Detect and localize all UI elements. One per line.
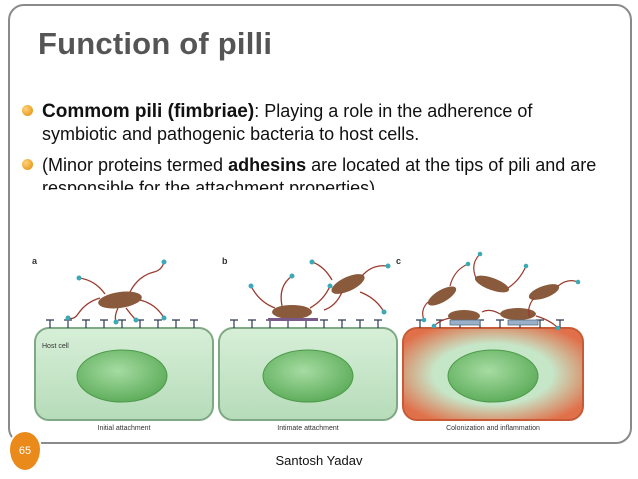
footer-author: Santosh Yadav: [275, 453, 363, 468]
slide-number-badge: 65: [10, 432, 40, 470]
bullet-text-post: are located at the tips of pili and are …: [42, 155, 597, 190]
bacteria-b: [248, 259, 391, 321]
surface-receptors: [46, 319, 564, 328]
caption-initial-attachment: Initial attachment: [98, 425, 151, 432]
bullet-item-pili: Commom pili (fimbriae): Playing a role i…: [22, 100, 602, 146]
host-cell-label: Host cell: [42, 343, 69, 350]
bullet-item-adhesins: (Minor proteins termed adhesins are loca…: [22, 154, 602, 190]
caption-intimate-attachment: Intimate attachment: [277, 425, 339, 432]
bullet-list: Commom pili (fimbriae): Playing a role i…: [22, 100, 602, 190]
panel-letter-a: a: [32, 256, 38, 266]
bullet-dot-icon: [22, 105, 33, 116]
slide-title: Function of pilli: [38, 26, 273, 61]
host-cell-a: [34, 327, 214, 421]
bullet-lead: Commom pili (fimbriae): [42, 101, 255, 122]
bacterium-a: [65, 259, 167, 325]
bullet-text-pre: (Minor proteins termed: [42, 155, 229, 175]
caption-colonization: Colonization and inflammation: [446, 425, 540, 432]
bacteria-c: [421, 251, 581, 331]
bullet-bold-term: adhesins: [228, 155, 307, 175]
panel-letter-c: c: [396, 256, 401, 266]
bullet-dot-icon: [22, 159, 33, 170]
panel-letter-b: b: [222, 256, 228, 266]
host-cell-b: [218, 327, 398, 421]
host-cell-c-inflamed: [402, 327, 584, 421]
bullet-text: : Playing a role in the adherence of sym…: [42, 101, 533, 144]
pili-attachment-figure: a b c: [32, 251, 584, 432]
